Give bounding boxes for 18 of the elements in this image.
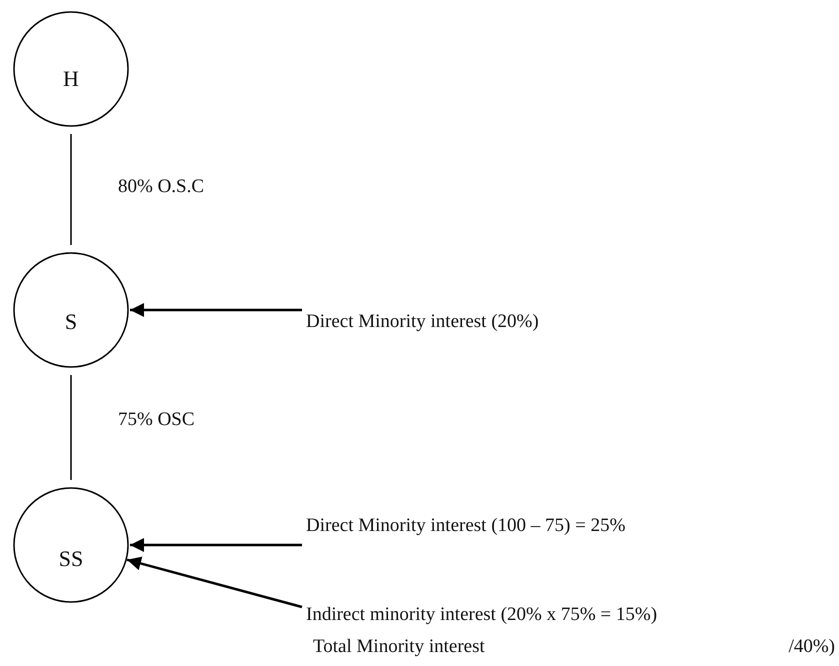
entity-name: S: [64, 309, 78, 335]
entity-circle: [13, 487, 129, 603]
arrow: [126, 556, 302, 608]
total-text: Total Minority interest: [313, 636, 485, 658]
entity-circle: [13, 252, 129, 368]
edge-label: 80% O.S.C: [118, 176, 204, 198]
interest-text: Direct Minority interest (100 – 75) = 25%: [306, 515, 626, 537]
edge-label: 75% OSC: [118, 409, 195, 431]
interest-text: Indirect minority interest (20% x 75% = 15%): [306, 604, 658, 626]
interest-text: Direct Minority interest (20%): [306, 311, 539, 333]
entity-name: H: [63, 66, 79, 92]
connector-line: [70, 375, 72, 480]
entity-name: SS: [58, 546, 84, 572]
entity-circle: [13, 11, 129, 127]
arrow: [130, 538, 302, 552]
arrow: [130, 303, 302, 317]
connector-line: [70, 134, 72, 245]
total-text: /40%): [788, 636, 835, 658]
